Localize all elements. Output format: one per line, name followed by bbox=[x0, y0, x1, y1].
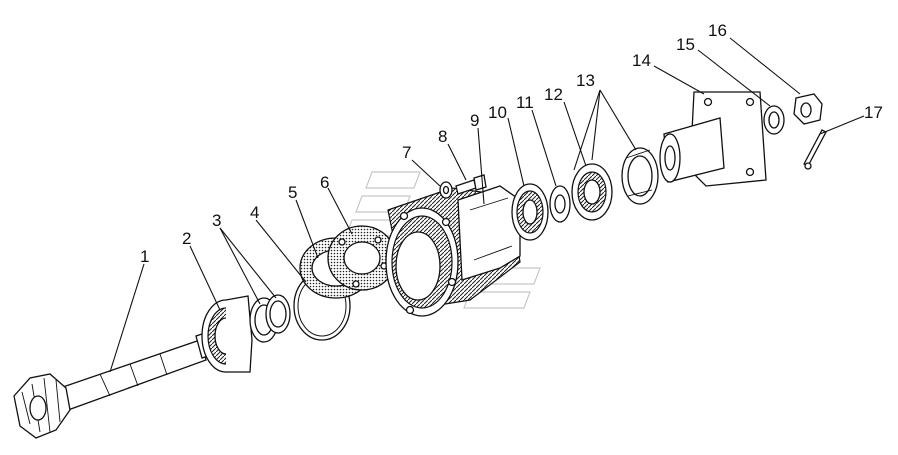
part-10-bearing bbox=[511, 183, 549, 241]
callout-11: 11 bbox=[516, 93, 534, 112]
part-7-washer bbox=[439, 181, 453, 199]
callout-8: 8 bbox=[438, 127, 447, 146]
callout-1: 1 bbox=[140, 247, 149, 266]
part-1-pinion-shaft bbox=[13, 329, 221, 439]
housing bbox=[385, 185, 521, 317]
part-17-cotter-pin bbox=[803, 129, 827, 170]
callout-17: 17 bbox=[864, 103, 883, 122]
callout-14: 14 bbox=[632, 51, 651, 70]
callout-5: 5 bbox=[288, 183, 297, 202]
part-12-bearing bbox=[571, 163, 613, 221]
part-2-bearing bbox=[201, 295, 253, 373]
callout-3: 3 bbox=[212, 211, 221, 230]
part-13-race-ring bbox=[621, 147, 659, 205]
callout-2: 2 bbox=[182, 229, 191, 248]
callout-10: 10 bbox=[488, 103, 507, 122]
part-16-castle-nut bbox=[793, 93, 823, 125]
callout-13: 13 bbox=[576, 71, 595, 90]
part-8-bolt bbox=[455, 174, 487, 195]
callout-6: 6 bbox=[320, 173, 329, 192]
callout-4: 4 bbox=[250, 203, 259, 222]
callout-labels: 1 2 3 4 5 6 7 8 9 10 11 12 13 14 15 16 1… bbox=[140, 21, 883, 266]
callout-16: 16 bbox=[708, 21, 727, 40]
part-3-spacer-rings bbox=[249, 294, 291, 343]
callout-15: 15 bbox=[676, 35, 695, 54]
callout-9: 9 bbox=[470, 111, 479, 130]
part-15-washer bbox=[763, 105, 785, 135]
part-11-spacer bbox=[549, 185, 571, 223]
part-14-flange bbox=[659, 91, 767, 187]
callout-7: 7 bbox=[402, 143, 411, 162]
part-6-bearing-ring bbox=[327, 225, 397, 291]
leader-lines bbox=[109, 37, 865, 373]
callout-12: 12 bbox=[544, 85, 563, 104]
